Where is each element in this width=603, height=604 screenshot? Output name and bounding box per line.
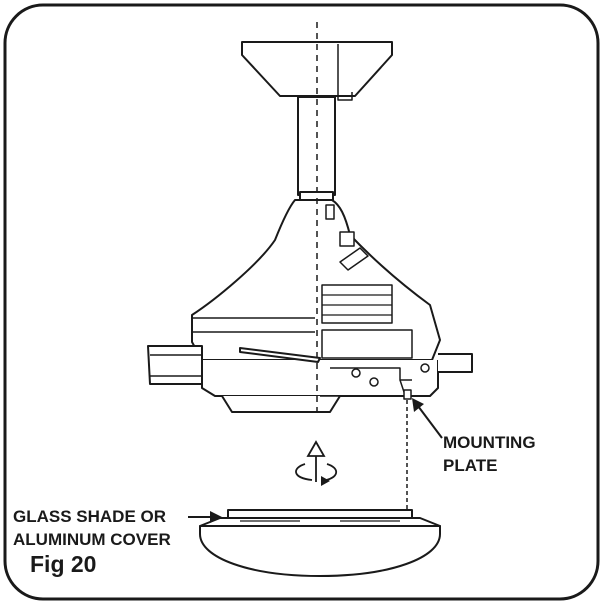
diagram-border [3,3,600,601]
ceiling-fan-drawing [147,41,473,413]
blade-arm-left [147,345,203,385]
figure-label: Fig 20 [30,551,97,577]
glass-shade [199,509,441,577]
glass-shade-label-line1: GLASS SHADE OR [13,507,167,526]
mounting-plate-label-line1: MOUNTING [443,433,536,452]
diagram-canvas [3,3,600,601]
rotate-arrow-icon [295,440,338,486]
glass-shade-arrow [188,511,222,523]
blade-arm-right [438,353,473,373]
mounting-plate-arrow [412,398,443,439]
glass-shade-label-line2: ALUMINUM COVER [13,530,171,549]
mounting-plate-label-line2: PLATE [443,456,498,475]
